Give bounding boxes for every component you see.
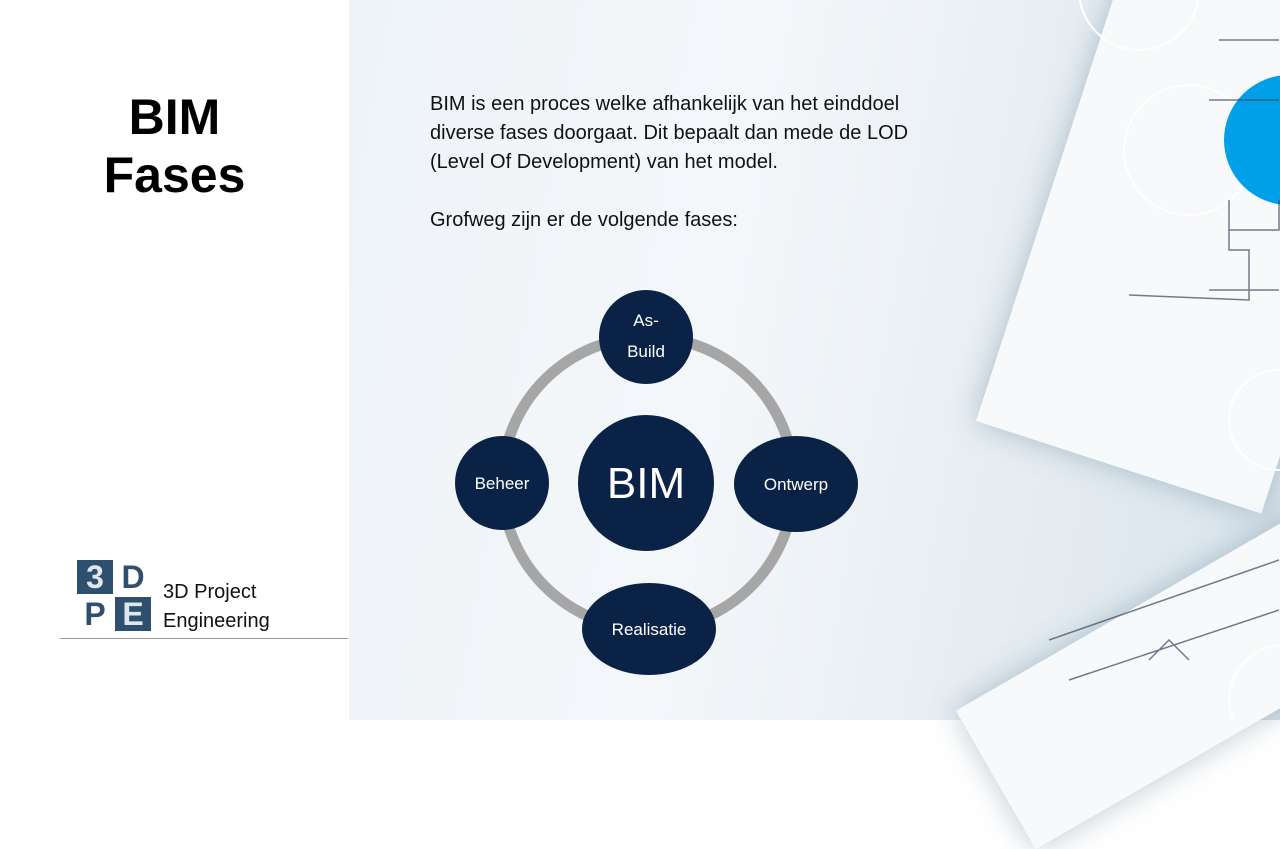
node-beheer: Beheer [455, 436, 549, 530]
company-line-2: Engineering [163, 610, 270, 632]
company-line-1: 3D Project [163, 581, 257, 603]
slide-title: BIM Fases [0, 88, 349, 204]
node-ontwerp: Ontwerp [734, 436, 858, 532]
node-ontwerp-label: Ontwerp [764, 475, 828, 494]
logo-letter-p: P [84, 596, 106, 632]
bim-cycle-diagram: As- Build Ontwerp Realisatie Beheer BIM [455, 290, 858, 675]
logo-letter-e: E [115, 597, 151, 631]
title-line-2: Fases [103, 147, 246, 203]
node-bim-center: BIM [578, 415, 714, 551]
background-blueprint [349, 0, 1280, 849]
node-bim-label: BIM [607, 459, 685, 508]
node-as-build-line2: Build [627, 342, 665, 361]
paragraph-intro: BIM is een proces welke afhankelijk van … [430, 93, 909, 173]
node-realisatie-label: Realisatie [612, 620, 687, 639]
title-line-1: BIM [128, 89, 221, 145]
node-realisatie: Realisatie [582, 583, 716, 675]
decor-circles [1048, 0, 1280, 720]
node-as-build: As- Build [599, 290, 693, 384]
company-logo: 3 D P E [77, 560, 153, 632]
divider [60, 638, 348, 639]
node-beheer-label: Beheer [475, 474, 530, 493]
logo-letter-d: D [121, 559, 145, 595]
paragraph-phases: Grofweg zijn er de volgende fases: [430, 209, 738, 231]
body-text: BIM is een proces welke afhankelijk van … [430, 90, 930, 264]
company-name: 3D Project Engineering [163, 578, 270, 636]
logo-letter-3: 3 [77, 560, 113, 594]
node-as-build-line1: As- [633, 311, 659, 330]
left-panel: BIM Fases 3 D P E 3D Project Engineering [0, 0, 349, 720]
